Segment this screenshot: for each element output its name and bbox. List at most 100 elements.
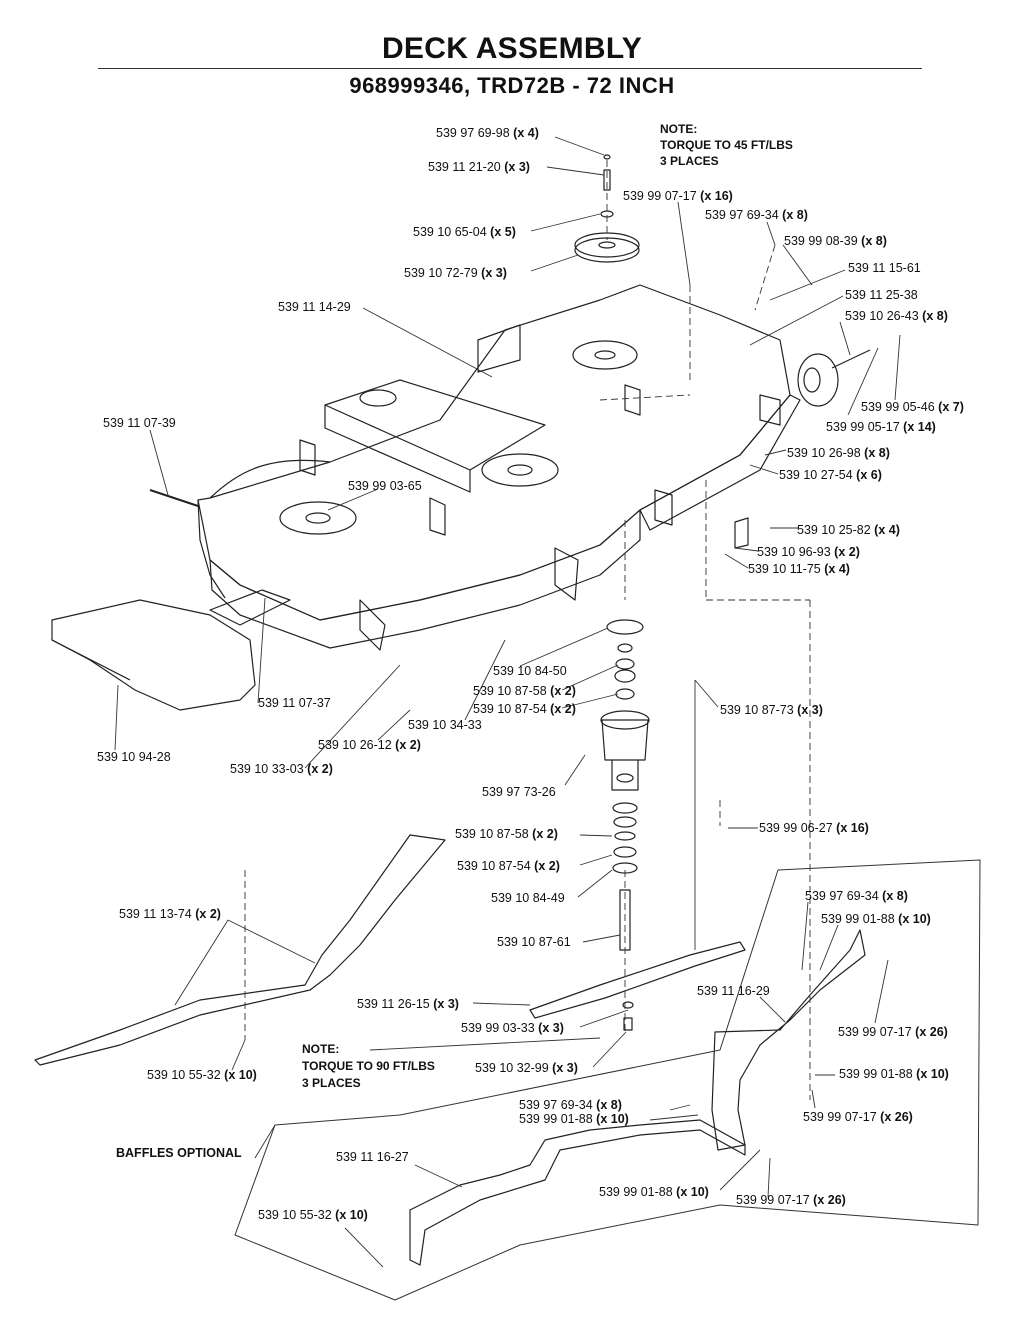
page-subtitle: 968999346, TRD72B - 72 INCH bbox=[349, 73, 675, 98]
leader-lines bbox=[114, 136, 901, 1268]
bracket-3 bbox=[477, 324, 521, 373]
part-callout: 539 10 25-82 (x 4) bbox=[797, 523, 900, 537]
torque-note-bottom: NOTE: TORQUE TO 90 FT/LBS 3 PLACES bbox=[302, 1042, 435, 1090]
mower-blade bbox=[529, 941, 746, 1019]
part-callouts: 539 97 69-98 (x 4) 539 11 21-20 (x 3) 53… bbox=[97, 126, 964, 1222]
part-callout: 539 99 07-17 (x 26) bbox=[736, 1193, 846, 1207]
spindle-hole-right bbox=[572, 340, 638, 370]
part-callout: 539 99 07-17 (x 16) bbox=[623, 189, 733, 203]
deck-top-plate bbox=[197, 284, 791, 621]
part-callout: 539 99 01-88 (x 10) bbox=[519, 1112, 629, 1126]
svg-text:NOTE:: NOTE: bbox=[660, 122, 697, 136]
deck-right-channel bbox=[639, 394, 801, 531]
chute-hinge bbox=[209, 589, 291, 626]
part-callout: 539 11 16-27 bbox=[336, 1150, 409, 1164]
spindle-cap bbox=[606, 619, 644, 635]
part-callout: 539 10 26-98 (x 8) bbox=[787, 446, 890, 460]
torque-note-top: NOTE: TORQUE TO 45 FT/LBS 3 PLACES bbox=[660, 122, 793, 168]
baffle-boundary bbox=[234, 859, 981, 1301]
part-callout: 539 10 27-54 (x 6) bbox=[779, 468, 882, 482]
svg-text:3 PLACES: 3 PLACES bbox=[660, 154, 719, 168]
title-rule bbox=[98, 68, 922, 69]
spindle-shaft bbox=[619, 889, 631, 951]
part-callout: 539 10 84-50 bbox=[493, 664, 567, 678]
part-callout: 539 11 14-29 bbox=[278, 300, 351, 314]
part-callout: 539 99 01-88 (x 10) bbox=[839, 1067, 949, 1081]
part-callout: 539 97 69-98 (x 4) bbox=[436, 126, 539, 140]
spindle-hole-left bbox=[279, 501, 357, 535]
part-callout: 539 99 03-33 (x 3) bbox=[461, 1021, 564, 1035]
part-callout: 539 10 87-54 (x 2) bbox=[473, 702, 576, 716]
top-opening bbox=[359, 389, 397, 407]
front-hanger-2 bbox=[554, 547, 579, 601]
part-callout: 539 97 69-34 (x 8) bbox=[705, 208, 808, 222]
svg-text:TORQUE TO 45 FT/LBS: TORQUE TO 45 FT/LBS bbox=[660, 138, 793, 152]
front-baffle bbox=[409, 1119, 746, 1266]
part-callout: 539 10 32-99 (x 3) bbox=[475, 1061, 578, 1075]
center-cover-plate-side bbox=[324, 405, 471, 493]
part-callout: 539 99 01-88 (x 10) bbox=[821, 912, 931, 926]
deck-left-housing bbox=[209, 459, 331, 499]
bracket-1 bbox=[299, 439, 316, 476]
svg-text:TORQUE TO 90 FT/LBS: TORQUE TO 90 FT/LBS bbox=[302, 1059, 435, 1073]
part-callout: 539 10 34-33 bbox=[408, 718, 482, 732]
spindle-hole-center bbox=[481, 453, 559, 487]
deck-drawing bbox=[34, 154, 981, 1301]
part-callout: 539 10 87-58 (x 2) bbox=[473, 684, 576, 698]
wheel-bracket bbox=[734, 517, 749, 549]
part-callout: 539 99 01-88 (x 10) bbox=[599, 1185, 709, 1199]
part-callout: 539 10 87-58 (x 2) bbox=[455, 827, 558, 841]
part-callout: 539 10 65-04 (x 5) bbox=[413, 225, 516, 239]
svg-text:3 PLACES: 3 PLACES bbox=[302, 1076, 361, 1090]
part-callout: 539 10 33-03 (x 2) bbox=[230, 762, 333, 776]
part-callout: 539 97 69-34 (x 8) bbox=[805, 889, 908, 903]
bracket-6 bbox=[759, 394, 781, 426]
side-baffle-left bbox=[34, 834, 446, 1066]
part-callout: 539 11 15-61 bbox=[848, 261, 921, 275]
part-callout: 539 10 55-32 (x 10) bbox=[258, 1208, 368, 1222]
part-callout: 539 99 08-39 (x 8) bbox=[784, 234, 887, 248]
assembly-lines bbox=[244, 160, 811, 1100]
part-callout: 539 10 87-54 (x 2) bbox=[457, 859, 560, 873]
part-callout: 539 10 94-28 bbox=[97, 750, 171, 764]
deck-front-skirt bbox=[209, 509, 641, 649]
part-callout: 539 11 13-74 (x 2) bbox=[119, 907, 221, 921]
part-callout: 539 99 05-46 (x 7) bbox=[861, 400, 964, 414]
bracket-2 bbox=[429, 497, 446, 536]
part-callout: 539 11 26-15 (x 3) bbox=[357, 997, 459, 1011]
rear-baffle bbox=[711, 929, 866, 1151]
part-callout: 539 10 11-75 (x 4) bbox=[748, 562, 850, 576]
part-callout: 539 11 25-38 bbox=[845, 288, 918, 302]
part-callout: 539 11 21-20 (x 3) bbox=[428, 160, 530, 174]
deck-left-skirt bbox=[197, 499, 226, 599]
part-callout: 539 97 73-26 bbox=[482, 785, 556, 799]
part-callout: 539 10 26-43 (x 8) bbox=[845, 309, 948, 323]
gauge-wheel bbox=[797, 353, 839, 407]
part-callout: 539 10 87-73 (x 3) bbox=[720, 703, 823, 717]
part-callout: 539 11 07-39 bbox=[103, 416, 176, 430]
part-callout: 539 99 06-27 (x 16) bbox=[759, 821, 869, 835]
front-hanger-1 bbox=[359, 599, 386, 651]
center-cover-plate bbox=[324, 379, 546, 471]
part-callout: 539 97 69-34 (x 8) bbox=[519, 1098, 622, 1112]
part-callout: 539 99 07-17 (x 26) bbox=[803, 1110, 913, 1124]
part-callout: 539 10 26-12 (x 2) bbox=[318, 738, 421, 752]
part-callout: 539 10 72-79 (x 3) bbox=[404, 266, 507, 280]
page-title: DECK ASSEMBLY bbox=[381, 32, 643, 65]
part-callout: 539 99 03-65 bbox=[348, 479, 422, 493]
spindle-housing bbox=[601, 719, 649, 761]
svg-text:NOTE:: NOTE: bbox=[302, 1042, 339, 1056]
part-callout: 539 10 84-49 bbox=[491, 891, 565, 905]
part-callout: 539 10 87-61 bbox=[497, 935, 571, 949]
part-callout: 539 11 16-29 bbox=[697, 984, 770, 998]
part-callout: 539 99 07-17 (x 26) bbox=[838, 1025, 948, 1039]
part-callout: 539 10 96-93 (x 2) bbox=[757, 545, 860, 559]
part-callout: 539 99 05-17 (x 14) bbox=[826, 420, 936, 434]
bracket-4 bbox=[624, 384, 641, 416]
baffles-optional-label: BAFFLES OPTIONAL bbox=[116, 1146, 242, 1160]
part-callout: 539 11 07-37 bbox=[258, 696, 331, 710]
bracket-5 bbox=[654, 489, 673, 526]
pulley bbox=[574, 232, 640, 258]
hinge-rod bbox=[149, 489, 199, 507]
